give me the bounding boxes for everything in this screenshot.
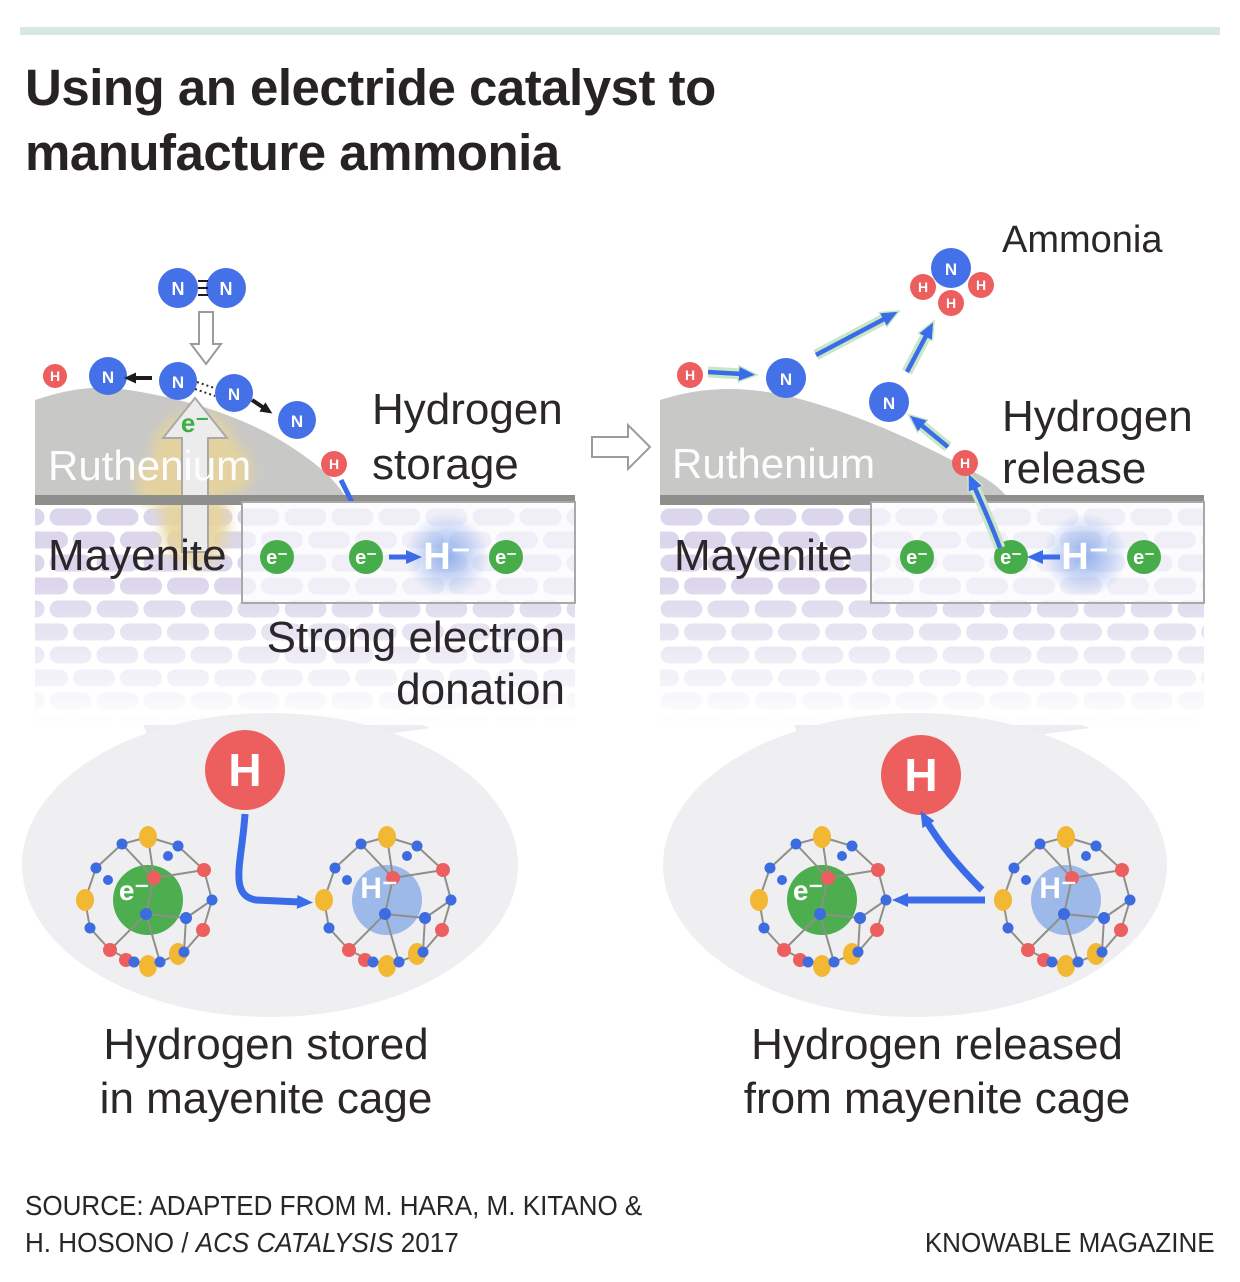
left-surface-bar (35, 495, 575, 505)
n-label: N (291, 412, 303, 431)
n-label: N (945, 260, 957, 279)
right-annotation-line1: Hydrogen (1002, 392, 1193, 441)
inset-electron-1: e⁻ (260, 540, 294, 574)
left-ruthenium-label: Ruthenium (48, 442, 251, 489)
title-line2: manufacture ammonia (25, 123, 560, 181)
right-ruthenium-label: Ruthenium (672, 440, 875, 487)
n-label: N (883, 394, 895, 413)
electron-cage: e⁻ (76, 826, 218, 977)
n-label: N (172, 373, 184, 392)
h-label: H (960, 455, 970, 471)
n-label: N (780, 370, 792, 389)
inset-electron-1: e⁻ (900, 540, 934, 574)
right-ruthenium-mound (660, 388, 1012, 505)
source-line2-journal: ACS CATALYSIS (195, 1227, 394, 1258)
h-label: H (946, 295, 956, 311)
hydride-cage: H⁻ (994, 826, 1136, 977)
cage-hydride-label: H⁻ (1039, 872, 1077, 905)
dissociation-arrow-right (250, 398, 273, 414)
electron-label: e⁻ (266, 547, 288, 569)
left-annotation-line1: Hydrogen (372, 385, 563, 434)
n-label: N (172, 279, 185, 299)
inset-electron-2: e⁻ (994, 540, 1028, 574)
left-mayenite-label: Mayenite (48, 531, 227, 580)
right-lattice-fade (660, 580, 1204, 725)
right-panel: Ruthenium Mayenite e⁻ e⁻ H⁻ (660, 219, 1205, 765)
hydride-glow (1043, 513, 1127, 597)
h-label: H (918, 279, 928, 295)
left-caption-line2: in mayenite cage (100, 1074, 433, 1123)
h-label: H (329, 456, 339, 472)
left-annotation-line2: storage (372, 440, 519, 489)
released-h-label: H (904, 749, 937, 801)
inset-electron-3: e⁻ (489, 540, 523, 574)
ammonia-molecule: H H N H (910, 248, 994, 316)
hydride-label: H⁻ (1061, 536, 1109, 578)
free-h-label: H (228, 744, 261, 796)
n-label: N (228, 385, 240, 404)
electron-up-arrow (160, 396, 230, 553)
h-atom-storing (321, 451, 347, 477)
adsorption-down-arrow (189, 311, 223, 366)
source-line2-year: 2017 (393, 1227, 459, 1258)
right-caption-line2: from mayenite cage (744, 1074, 1130, 1123)
ammonia-label: Ammonia (1002, 219, 1163, 261)
right-surface-atoms: H N N H (677, 358, 978, 476)
source-line1: SOURCE: ADAPTED FROM M. HARA, M. KITANO … (25, 1190, 643, 1221)
cage-hydride-label: H⁻ (360, 872, 398, 905)
source-line2: H. HOSONO / ACS CATALYSIS 2017 (25, 1227, 459, 1259)
left-panel: e⁻ N N H N (35, 268, 576, 765)
cage-electron-label: e⁻ (119, 875, 149, 906)
inset-electron-3: e⁻ (1127, 540, 1161, 574)
cage-storage-detail: H e⁻ H⁻ Hydrogen stored in mayenite cage (22, 713, 518, 1123)
electron-label: e⁻ (1133, 547, 1155, 569)
left-caption-line1: Hydrogen stored (103, 1020, 428, 1069)
electron-label: e⁻ (355, 547, 377, 569)
electron-up-arrow-label: e⁻ (181, 408, 209, 438)
left-inset-box: e⁻ e⁻ H⁻ e⁻ (241, 501, 576, 604)
h-label: H (685, 367, 695, 383)
right-annotation-line2: release (1002, 444, 1146, 493)
right-surface-bar (660, 495, 1204, 505)
right-inset-box: e⁻ e⁻ H⁻ e⁻ (870, 501, 1205, 604)
accent-bar (20, 27, 1220, 35)
hydride-label: H⁻ (423, 536, 471, 578)
cage-release-detail: H e⁻ H⁻ Hydrogen released from mayenite … (663, 713, 1167, 1123)
donation-caption-line2: donation (396, 665, 565, 714)
adsorbed-atoms: H N N N N (43, 357, 316, 439)
h-out-of-cage-arrow (920, 810, 985, 893)
publisher-credit: KNOWABLE MAGAZINE (925, 1227, 1215, 1258)
source-line2-prefix: H. HOSONO / (25, 1227, 196, 1258)
electron-label: e⁻ (495, 547, 517, 569)
electron-label: e⁻ (906, 547, 928, 569)
title-line1: Using an electride catalyst to (25, 59, 716, 116)
page-title: Using an electride catalyst to manufactu… (25, 56, 1125, 186)
hydride-cage: H⁻ (315, 826, 457, 977)
electron-cage: e⁻ (750, 826, 892, 977)
cage-electron-label: e⁻ (793, 875, 823, 906)
left-lattice-fade (35, 580, 575, 725)
free-h-atom (205, 730, 285, 810)
released-h-atom (881, 735, 961, 815)
panel-transition-arrow (591, 422, 652, 472)
n-label: N (220, 279, 233, 299)
donation-caption-line1: Strong electron (267, 613, 565, 662)
h-label: H (50, 368, 60, 384)
inset-electron-2: e⁻ (349, 540, 383, 574)
n2-molecule: N N (158, 268, 246, 308)
right-caption-line1: Hydrogen released (751, 1020, 1123, 1069)
breaking-bond (194, 381, 218, 397)
electron-label: e⁻ (1000, 547, 1022, 569)
release-path-arrows (707, 310, 1006, 550)
right-mayenite-label: Mayenite (674, 531, 853, 580)
n-label: N (102, 368, 114, 387)
h-label: H (976, 277, 986, 293)
h-into-cage-arrow (235, 813, 313, 909)
hydride-glow (405, 513, 489, 597)
